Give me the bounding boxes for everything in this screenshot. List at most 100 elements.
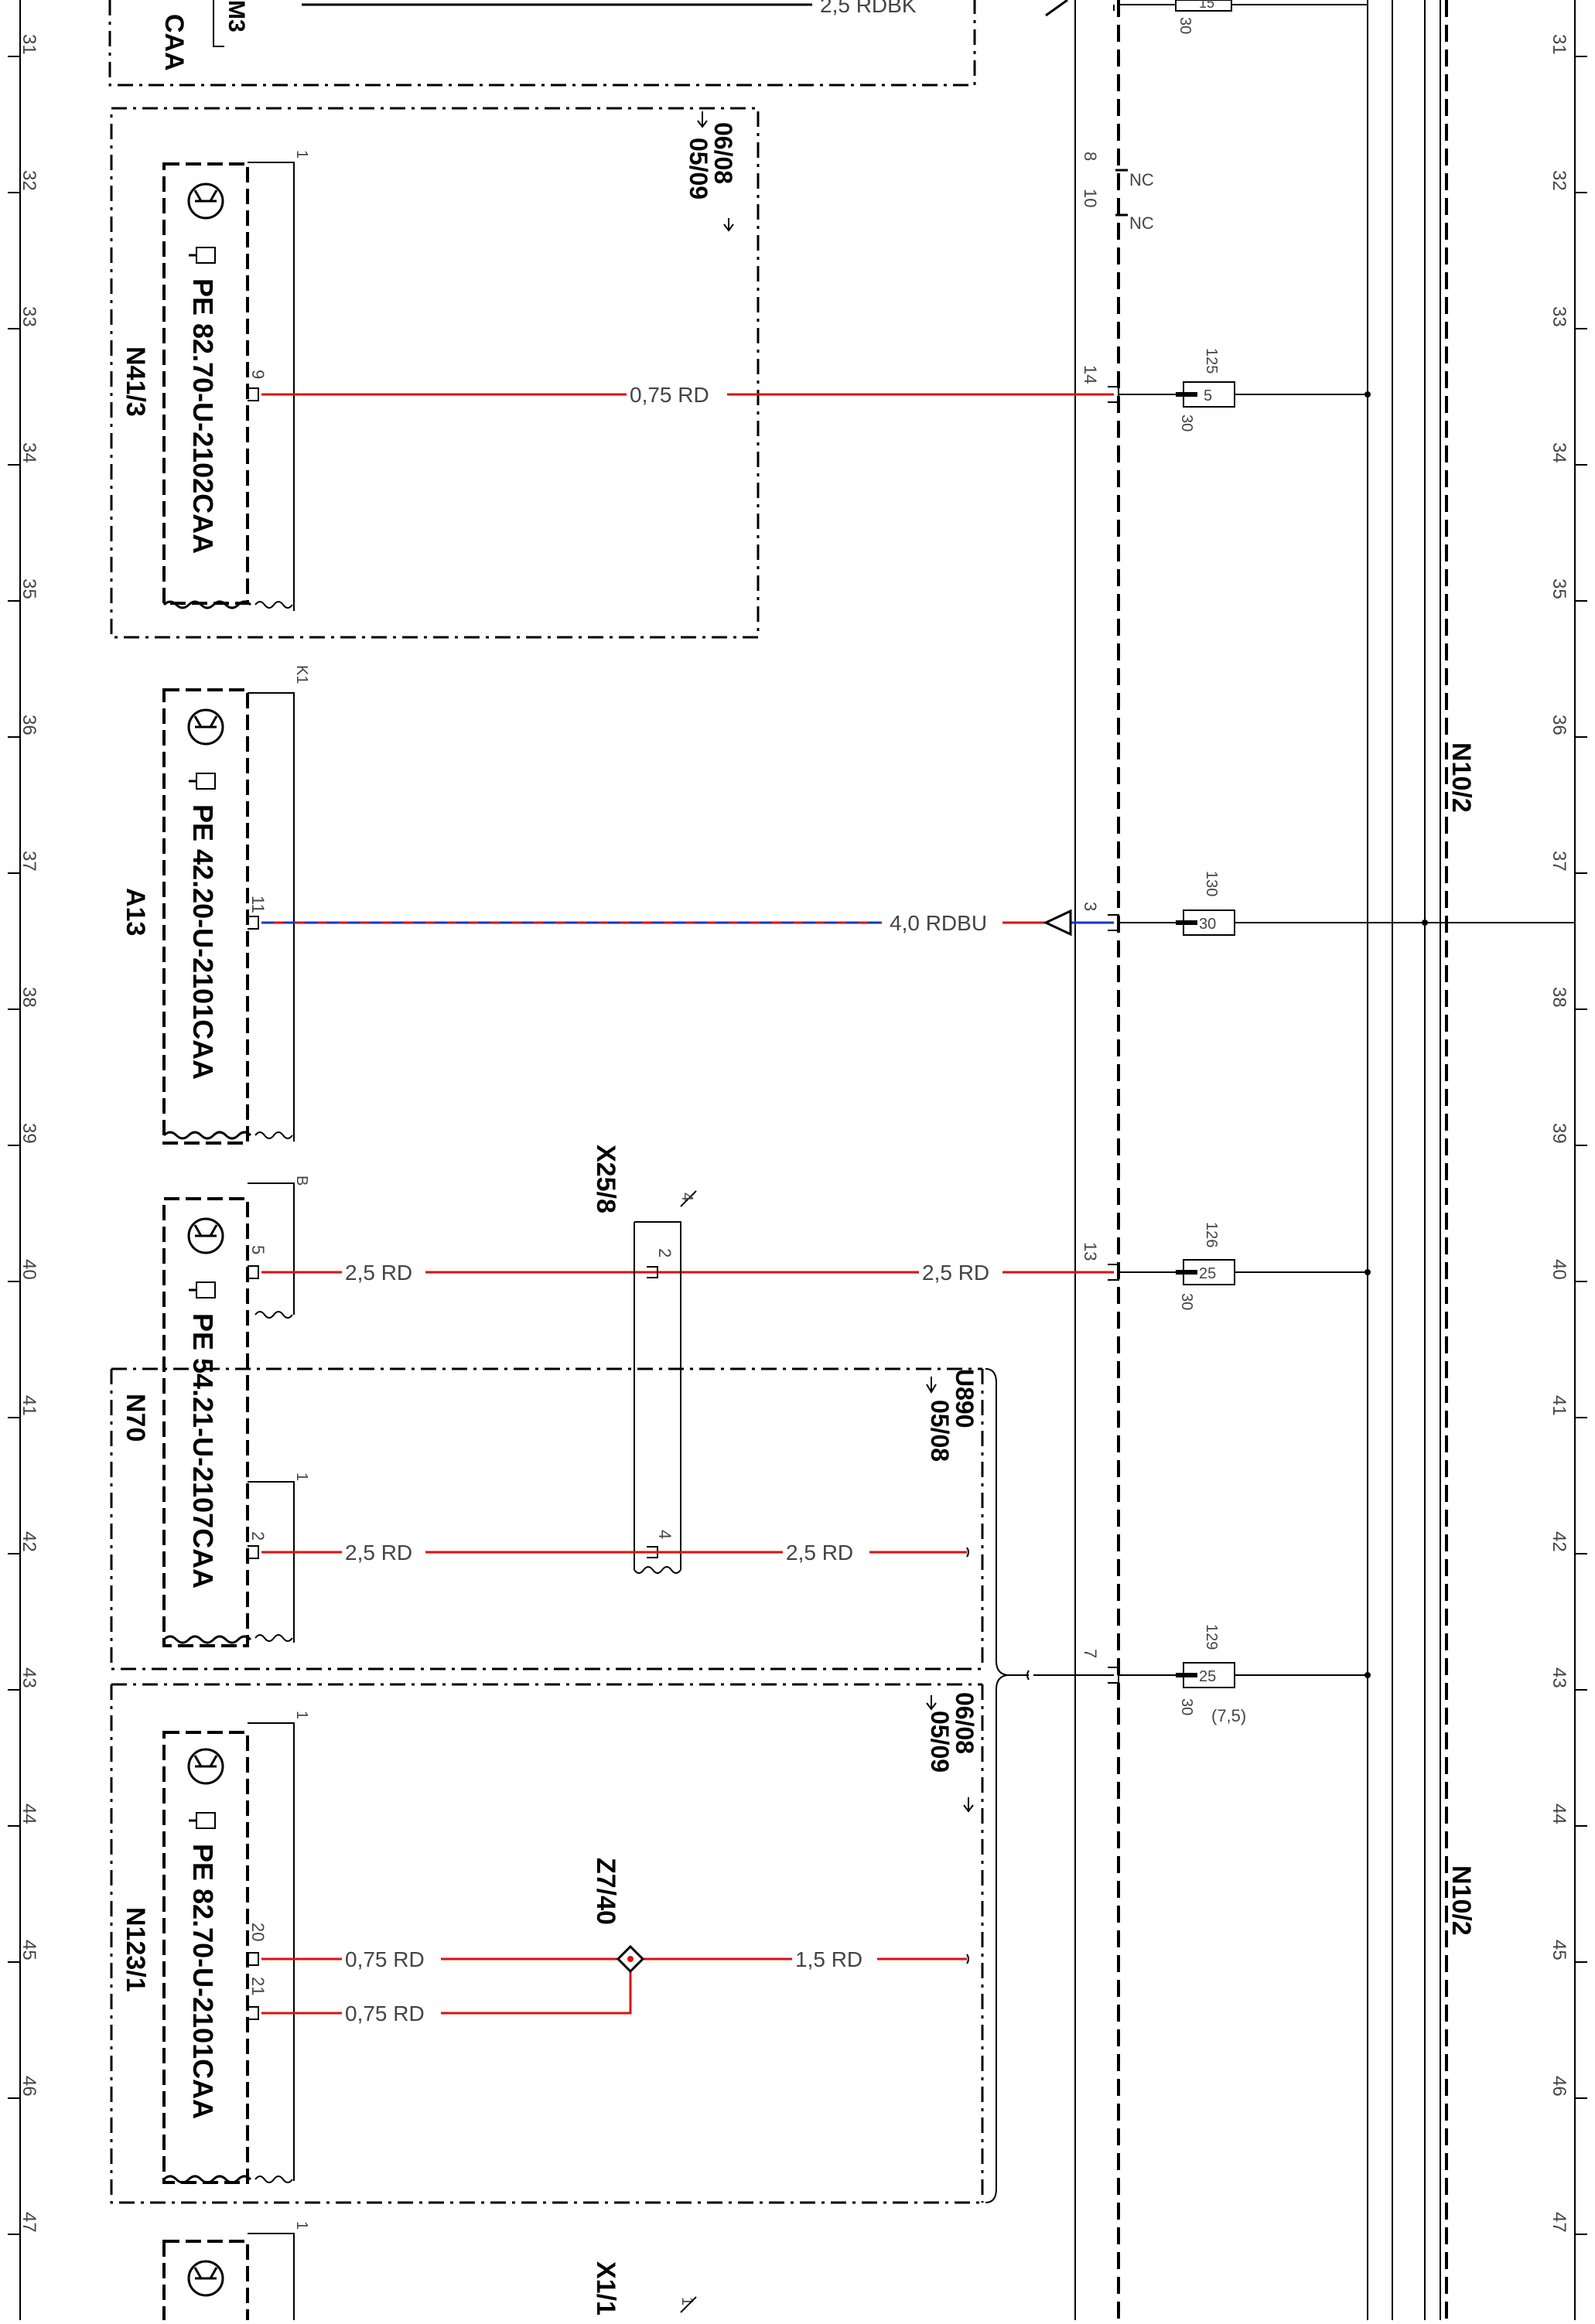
grid-num-41-r: 41 xyxy=(1549,1395,1569,1416)
grid-num-44-r: 44 xyxy=(1549,1804,1569,1824)
grid-num-35-r: 35 xyxy=(1549,578,1569,599)
n10-2-label: N10/2 xyxy=(1446,742,1476,813)
grid-num-43-r: 43 xyxy=(1549,1667,1569,1688)
grid-num-42: 42 xyxy=(19,1531,39,1552)
n41-3-code: PE 82.70-U-2102CAA xyxy=(187,278,219,554)
wire-n70-left-label: 2,5 RD xyxy=(345,1541,412,1565)
n70-pin-wire: 2 xyxy=(248,1531,268,1541)
nc-label-2: NC xyxy=(1129,213,1154,233)
z7-40-splice: Z7/40 xyxy=(591,1858,645,1974)
transistor-icon xyxy=(187,1217,224,1254)
bottom-pin-top: 1 xyxy=(293,2221,310,2230)
n41-3-date-from: 06/08 xyxy=(709,122,737,184)
n10-2-label-repeat: N10/2 xyxy=(1446,1865,1476,1936)
x25-8-pin-a: 2 xyxy=(655,1248,675,1258)
grid-num-46: 46 xyxy=(19,2076,39,2097)
pe-54-21-pin-top: B xyxy=(293,1176,310,1186)
wire-n70-right-label: 2,5 RD xyxy=(786,1541,853,1565)
n10-2-structure xyxy=(1074,0,1448,2320)
x1-pin-top: 1 xyxy=(678,2297,695,2305)
fuse-130: 130 30 xyxy=(1119,871,1575,936)
wire-b: 2,5 RD 2,5 RD xyxy=(248,1261,1114,1285)
transistor-icon xyxy=(187,708,224,746)
fuse-top-rating: 15 xyxy=(1199,0,1214,11)
a13-name: A13 xyxy=(121,888,150,936)
grid-num-44: 44 xyxy=(19,1804,39,1824)
n123-1-date-to: 05/09 xyxy=(926,1711,954,1773)
pe-54-21-module: PE 54.21-U-2107CAA B 5 xyxy=(162,1176,310,1647)
wire-n123-b-label: 0,75 RD xyxy=(345,2002,425,2025)
grid-num-37-r: 37 xyxy=(1549,851,1569,872)
fuse-125-rating: 5 xyxy=(1204,387,1212,404)
wire-n123-a-label: 0,75 RD xyxy=(345,1947,425,1971)
hand-pointer-icon xyxy=(189,247,216,264)
x25-8-name: X25/8 xyxy=(591,1145,620,1213)
grid-num-32: 32 xyxy=(19,170,39,191)
grid-num-34-r: 34 xyxy=(1549,442,1569,463)
n123-1-code: PE 82.70-U-2101CAA xyxy=(187,1844,219,2119)
module-brace xyxy=(985,1368,1114,2203)
nc-label-1: NC xyxy=(1129,170,1154,189)
top-fragment: CAA M3 2,5 RDBK xyxy=(108,0,1068,87)
wire-n41-3: 0,75 RD xyxy=(248,383,1114,407)
x1-name: X1/1 xyxy=(591,2261,620,2315)
n41-3-module: PE 82.70-U-2102CAA N41/3 1 9 06/08 05/09 xyxy=(110,107,760,639)
fuse-126-number: 126 xyxy=(1203,1222,1220,1247)
grid-num-46-r: 46 xyxy=(1549,2076,1569,2097)
pin-7-terminal: 7 xyxy=(1081,1649,1119,1684)
grid-num-47: 47 xyxy=(19,2212,39,2233)
pin-3: 3 xyxy=(1081,902,1100,911)
fuse-top: 15 30 xyxy=(1113,0,1368,34)
n123-1-pin-a: 20 xyxy=(248,1923,268,1941)
z7-40-name: Z7/40 xyxy=(591,1858,620,1925)
fuse-129: 129 25 30 (7,5) xyxy=(1119,1624,1371,1725)
fuse-125-number: 125 xyxy=(1203,348,1220,374)
fuse-130-number: 130 xyxy=(1203,871,1220,896)
pe-54-21-pin-wire: 5 xyxy=(248,1245,268,1254)
bottom-fragment: 1 X1/1 1 xyxy=(162,2221,697,2324)
grid-right xyxy=(1574,0,1587,2320)
top-m3: M3 xyxy=(224,0,249,32)
n123-1-date-from: 06/08 xyxy=(951,1692,979,1754)
grid-num-31: 31 xyxy=(19,34,39,55)
fuse-129-supply: 30 xyxy=(1178,1698,1195,1715)
grid-num-40-r: 40 xyxy=(1549,1259,1569,1280)
pin-8: 8 xyxy=(1081,152,1100,161)
grid-num-47-r: 47 xyxy=(1549,2212,1569,2233)
top-wire-label: 2,5 RDBK xyxy=(820,0,917,17)
x25-8-pin-b: 4 xyxy=(655,1530,675,1539)
n70-name: N70 xyxy=(121,1394,150,1442)
transistor-icon xyxy=(187,2260,224,2297)
a13-module: PE 42.20-U-2101CAA A13 K1 11 xyxy=(121,665,310,1145)
fuse-126-supply: 30 xyxy=(1178,1293,1195,1310)
grid-num-33: 33 xyxy=(19,306,39,327)
pin-7: 7 xyxy=(1081,1649,1100,1658)
wire-n123-out-label: 1,5 RD xyxy=(795,1947,862,1971)
n70-pin-top: 1 xyxy=(293,1473,310,1481)
grid-num-36: 36 xyxy=(19,715,39,735)
grid-num-31-r: 31 xyxy=(1549,34,1569,55)
grid-num-45-r: 45 xyxy=(1549,1940,1569,1961)
transistor-icon xyxy=(187,183,224,220)
wire-a13-label: 4,0 RDBU xyxy=(890,911,987,935)
hand-pointer-icon xyxy=(189,1812,216,1829)
grid-num-39: 39 xyxy=(19,1123,39,1144)
grid-num-40: 40 xyxy=(19,1259,39,1280)
n41-3-date-to: 05/09 xyxy=(685,138,712,200)
pe-54-21-code: PE 54.21-U-2107CAA xyxy=(187,1313,219,1589)
grid-num-38-r: 38 xyxy=(1549,987,1569,1008)
x25-8-connector: X25/8 4 2 4 xyxy=(591,1145,697,1574)
pin-14-terminal: 14 xyxy=(1081,365,1119,403)
hand-pointer-icon xyxy=(189,1281,216,1299)
fuse-129-rating: 25 xyxy=(1199,1668,1216,1685)
n123-1-module: PE 82.70-U-2101CAA N123/1 1 20 21 06/08 … xyxy=(110,1683,984,2204)
n123-1-name: N123/1 xyxy=(121,1907,150,1992)
n41-3-name: N41/3 xyxy=(121,346,150,417)
grid-num-43: 43 xyxy=(19,1667,39,1688)
wire-n70: 2,5 RD 2,5 RD xyxy=(248,1541,969,1565)
fuse-126: 126 25 30 xyxy=(1119,1222,1371,1310)
fuse-129-number: 129 xyxy=(1203,1624,1220,1650)
transistor-icon xyxy=(187,1748,224,1785)
n123-1-pin-b: 21 xyxy=(248,1977,268,1995)
